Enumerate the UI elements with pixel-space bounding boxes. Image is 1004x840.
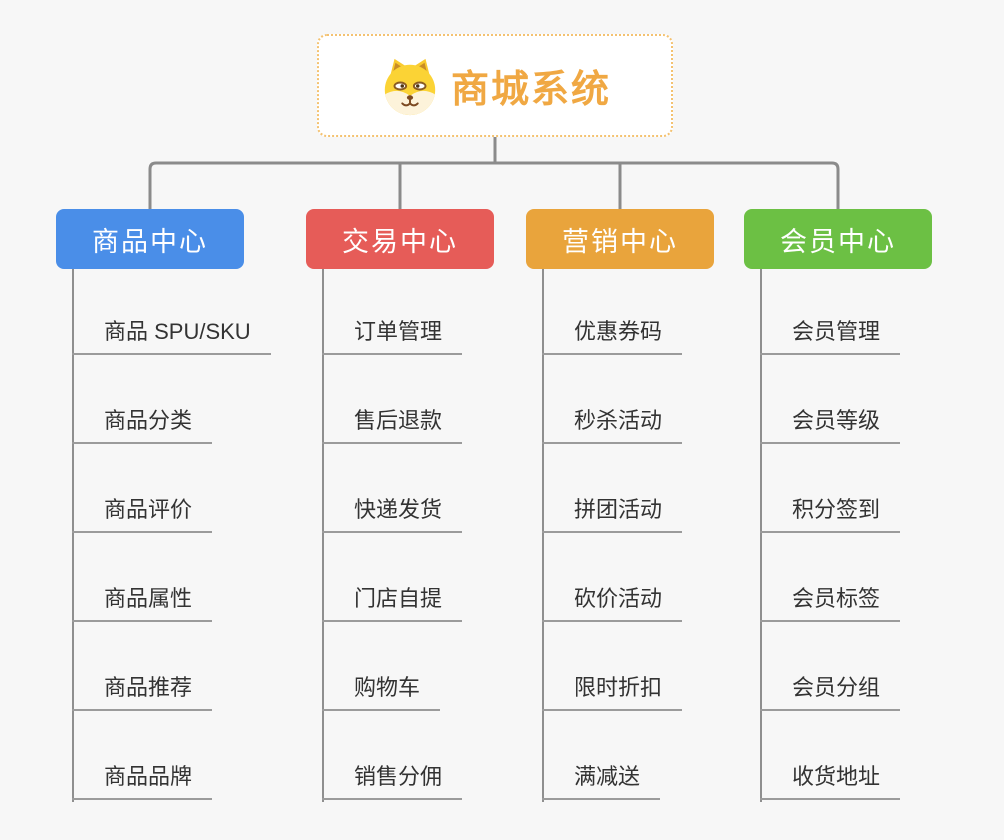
branch-spine-line [760,269,762,802]
leaf-item[interactable]: 拼团活动 [542,491,683,533]
leaf-item[interactable]: 购物车 [322,669,441,711]
leaf-item[interactable]: 限时折扣 [542,669,683,711]
branch-header-product-center[interactable]: 商品中心 [56,209,244,269]
leaf-item[interactable]: 售后退款 [322,402,463,444]
leaf-item[interactable]: 商品推荐 [72,669,213,711]
leaf-item[interactable]: 会员标签 [760,580,901,622]
leaf-item[interactable]: 商品评价 [72,491,213,533]
leaf-item[interactable]: 商品属性 [72,580,213,622]
root-title: 商城系统 [450,69,611,111]
leaf-item[interactable]: 商品分类 [72,402,213,444]
leaf-item[interactable]: 砍价活动 [542,580,683,622]
root-node-mall-system[interactable]: 商城系统 [317,34,673,137]
leaf-item[interactable]: 订单管理 [322,313,463,355]
leaf-item[interactable]: 商品品牌 [72,758,213,800]
leaf-item[interactable]: 门店自提 [322,580,463,622]
leaf-item[interactable]: 满减送 [542,758,661,800]
dog-face-icon [384,58,436,115]
branch-header-marketing-center[interactable]: 营销中心 [526,209,714,269]
leaf-item[interactable]: 秒杀活动 [542,402,683,444]
leaf-item[interactable]: 积分签到 [760,491,901,533]
branch-spine-line [542,269,544,802]
leaf-item[interactable]: 商品 SPU/SKU [72,313,271,355]
leaf-item[interactable]: 销售分佣 [322,758,463,800]
branch-spine-line [72,269,74,802]
leaf-item[interactable]: 收货地址 [760,758,901,800]
leaf-item[interactable]: 优惠券码 [542,313,683,355]
leaf-item[interactable]: 会员管理 [760,313,901,355]
leaf-item[interactable]: 会员分组 [760,669,901,711]
leaf-item[interactable]: 会员等级 [760,402,901,444]
main-connector [148,161,840,209]
branch-header-trade-center[interactable]: 交易中心 [306,209,494,269]
leaf-item[interactable]: 快递发货 [322,491,463,533]
branch-spine-line [322,269,324,802]
branch-header-member-center[interactable]: 会员中心 [744,209,932,269]
